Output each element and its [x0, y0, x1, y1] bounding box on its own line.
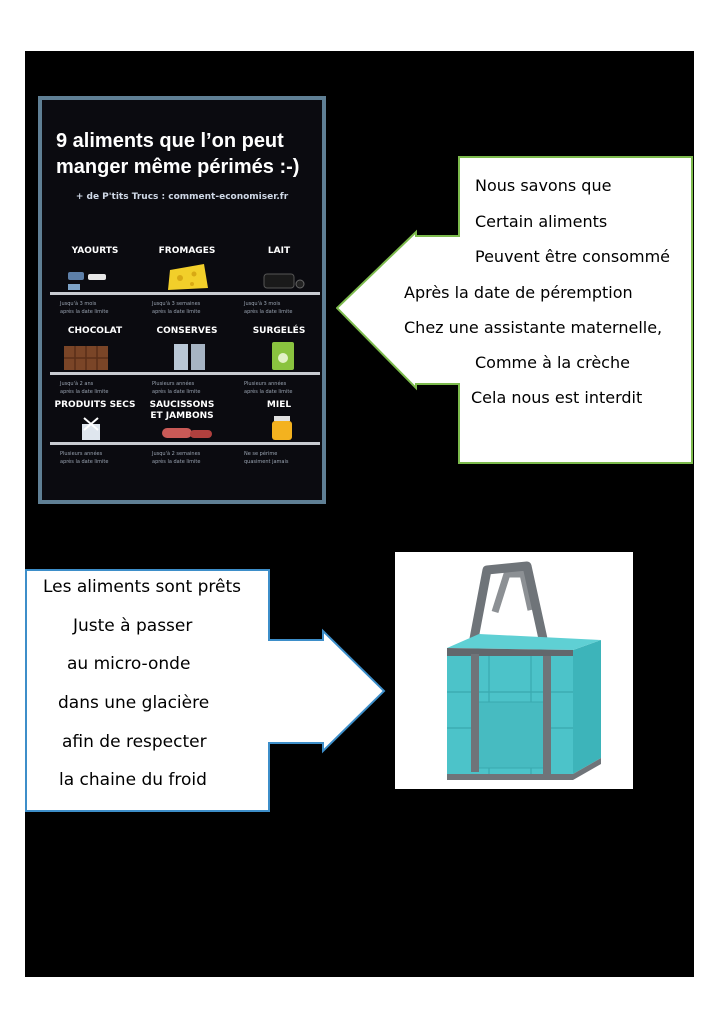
milk-icon	[263, 273, 305, 289]
food-item-saucissons: SAUCISSONS ET JAMBONS Jusqu'à 2 semaines…	[142, 400, 232, 484]
callout-bottom-line-2: Juste à passer	[73, 616, 193, 636]
frozen-bag-icon	[272, 342, 294, 370]
arrow-callout-left: Nous savons que Certain aliments Peuvent…	[336, 156, 694, 464]
food-label: YAOURTS	[71, 246, 119, 256]
shelf-line	[50, 442, 320, 445]
food-poster: 9 aliments que l’on peut manger même pér…	[38, 96, 326, 504]
poster-title: 9 aliments que l’on peut manger même pér…	[56, 128, 318, 180]
left-arrow-shape	[336, 156, 693, 464]
callout-bottom-line-4: dans une glacière	[58, 693, 210, 713]
shelf-row-2: CHOCOLAT Jusqu'à 2 ans après la date lim…	[50, 326, 320, 410]
cooler-bag-icon	[447, 561, 601, 780]
food-item-yaourts: YAOURTS Jusqu'à 3 mois après la date lim…	[50, 246, 140, 330]
food-label: SAUCISSONS ET JAMBONS	[149, 400, 215, 421]
callout-bottom-line-1: Les aliments sont prêts	[43, 577, 241, 597]
callout-top-line-3: Peuvent être consommé	[475, 247, 671, 266]
right-arrow-shape	[25, 569, 386, 812]
chocolate-icon	[64, 346, 108, 370]
food-label: MIEL	[266, 400, 292, 410]
callout-bottom-line-5: afin de respecter	[62, 732, 207, 752]
hidden-caption-text: s préparez	[395, 542, 480, 552]
food-label: PRODUITS SECS	[54, 400, 136, 410]
sausage-icon	[162, 428, 212, 438]
callout-top-line-4: Après la date de péremption	[404, 283, 633, 302]
arrow-callout-right: Les aliments sont prêts Juste à passer a…	[25, 569, 387, 813]
food-label: FROMAGES	[158, 246, 216, 256]
food-caption: Plusieurs années après la date limite	[244, 381, 293, 395]
cooler-bag-photo	[395, 552, 633, 789]
shelf-line	[50, 372, 320, 375]
food-label: SURGELÉS	[252, 326, 306, 336]
food-item-lait: LAIT Jusqu'à 3 mois après la date limite	[234, 246, 322, 330]
shelf-row-1: YAOURTS Jusqu'à 3 mois après la date lim…	[50, 246, 320, 330]
callout-top-line-5: Chez une assistante maternelle,	[404, 318, 663, 337]
poster-title-line-2: manger même périmés :-)	[56, 156, 300, 178]
food-label: CHOCOLAT	[67, 326, 123, 336]
shelf-row-3: PRODUITS SECS Plusieurs années après la …	[50, 400, 320, 484]
poster-subtitle: + de P'tits Trucs : comment-economiser.f…	[75, 192, 289, 202]
food-item-produits-secs: PRODUITS SECS Plusieurs années après la …	[50, 400, 140, 484]
food-item-conserves: CONSERVES Plusieurs années après la date…	[142, 326, 232, 410]
callout-top-line-6: Comme à la crèche	[475, 353, 630, 372]
food-caption: Plusieurs années après la date limite	[60, 451, 109, 465]
callout-bottom-line-3: au micro-onde	[67, 654, 191, 674]
callout-top-line-2: Certain aliments	[475, 212, 608, 231]
shelf-line	[50, 292, 320, 295]
food-caption: Jusqu'à 3 mois après la date limite	[60, 301, 109, 315]
yogurt-icon	[68, 272, 106, 290]
food-caption: Jusqu'à 3 semaines après la date limite	[152, 301, 201, 315]
food-label: LAIT	[267, 246, 291, 256]
food-caption: Jusqu'à 2 semaines après la date limite	[152, 451, 201, 465]
food-label: CONSERVES	[156, 326, 218, 336]
can-icon	[174, 344, 205, 370]
food-caption: Jusqu'à 2 ans après la date limite	[60, 381, 109, 395]
jar-icon	[82, 417, 100, 440]
cheese-icon	[168, 264, 208, 290]
honey-jar-icon	[272, 416, 292, 440]
food-caption: Plusieurs années après la date limite	[152, 381, 201, 395]
food-item-surgeles: SURGELÉS Plusieurs années après la date …	[234, 326, 322, 410]
food-caption: Ne se périme quasiment jamais	[244, 451, 289, 465]
callout-top-line-1: Nous savons que	[475, 176, 612, 195]
poster-title-line-1: 9 aliments que l’on peut	[56, 130, 284, 152]
food-caption: Jusqu'à 3 mois après la date limite	[244, 301, 293, 315]
food-item-fromages: FROMAGES Jusqu'à 3 semaines après la dat…	[142, 246, 232, 330]
callout-top-line-7: Cela nous est interdit	[471, 388, 643, 407]
callout-bottom-line-6: la chaine du froid	[59, 770, 207, 790]
food-item-chocolat: CHOCOLAT Jusqu'à 2 ans après la date lim…	[50, 326, 140, 410]
food-item-miel: MIEL Ne se périme quasiment jamais	[234, 400, 322, 484]
